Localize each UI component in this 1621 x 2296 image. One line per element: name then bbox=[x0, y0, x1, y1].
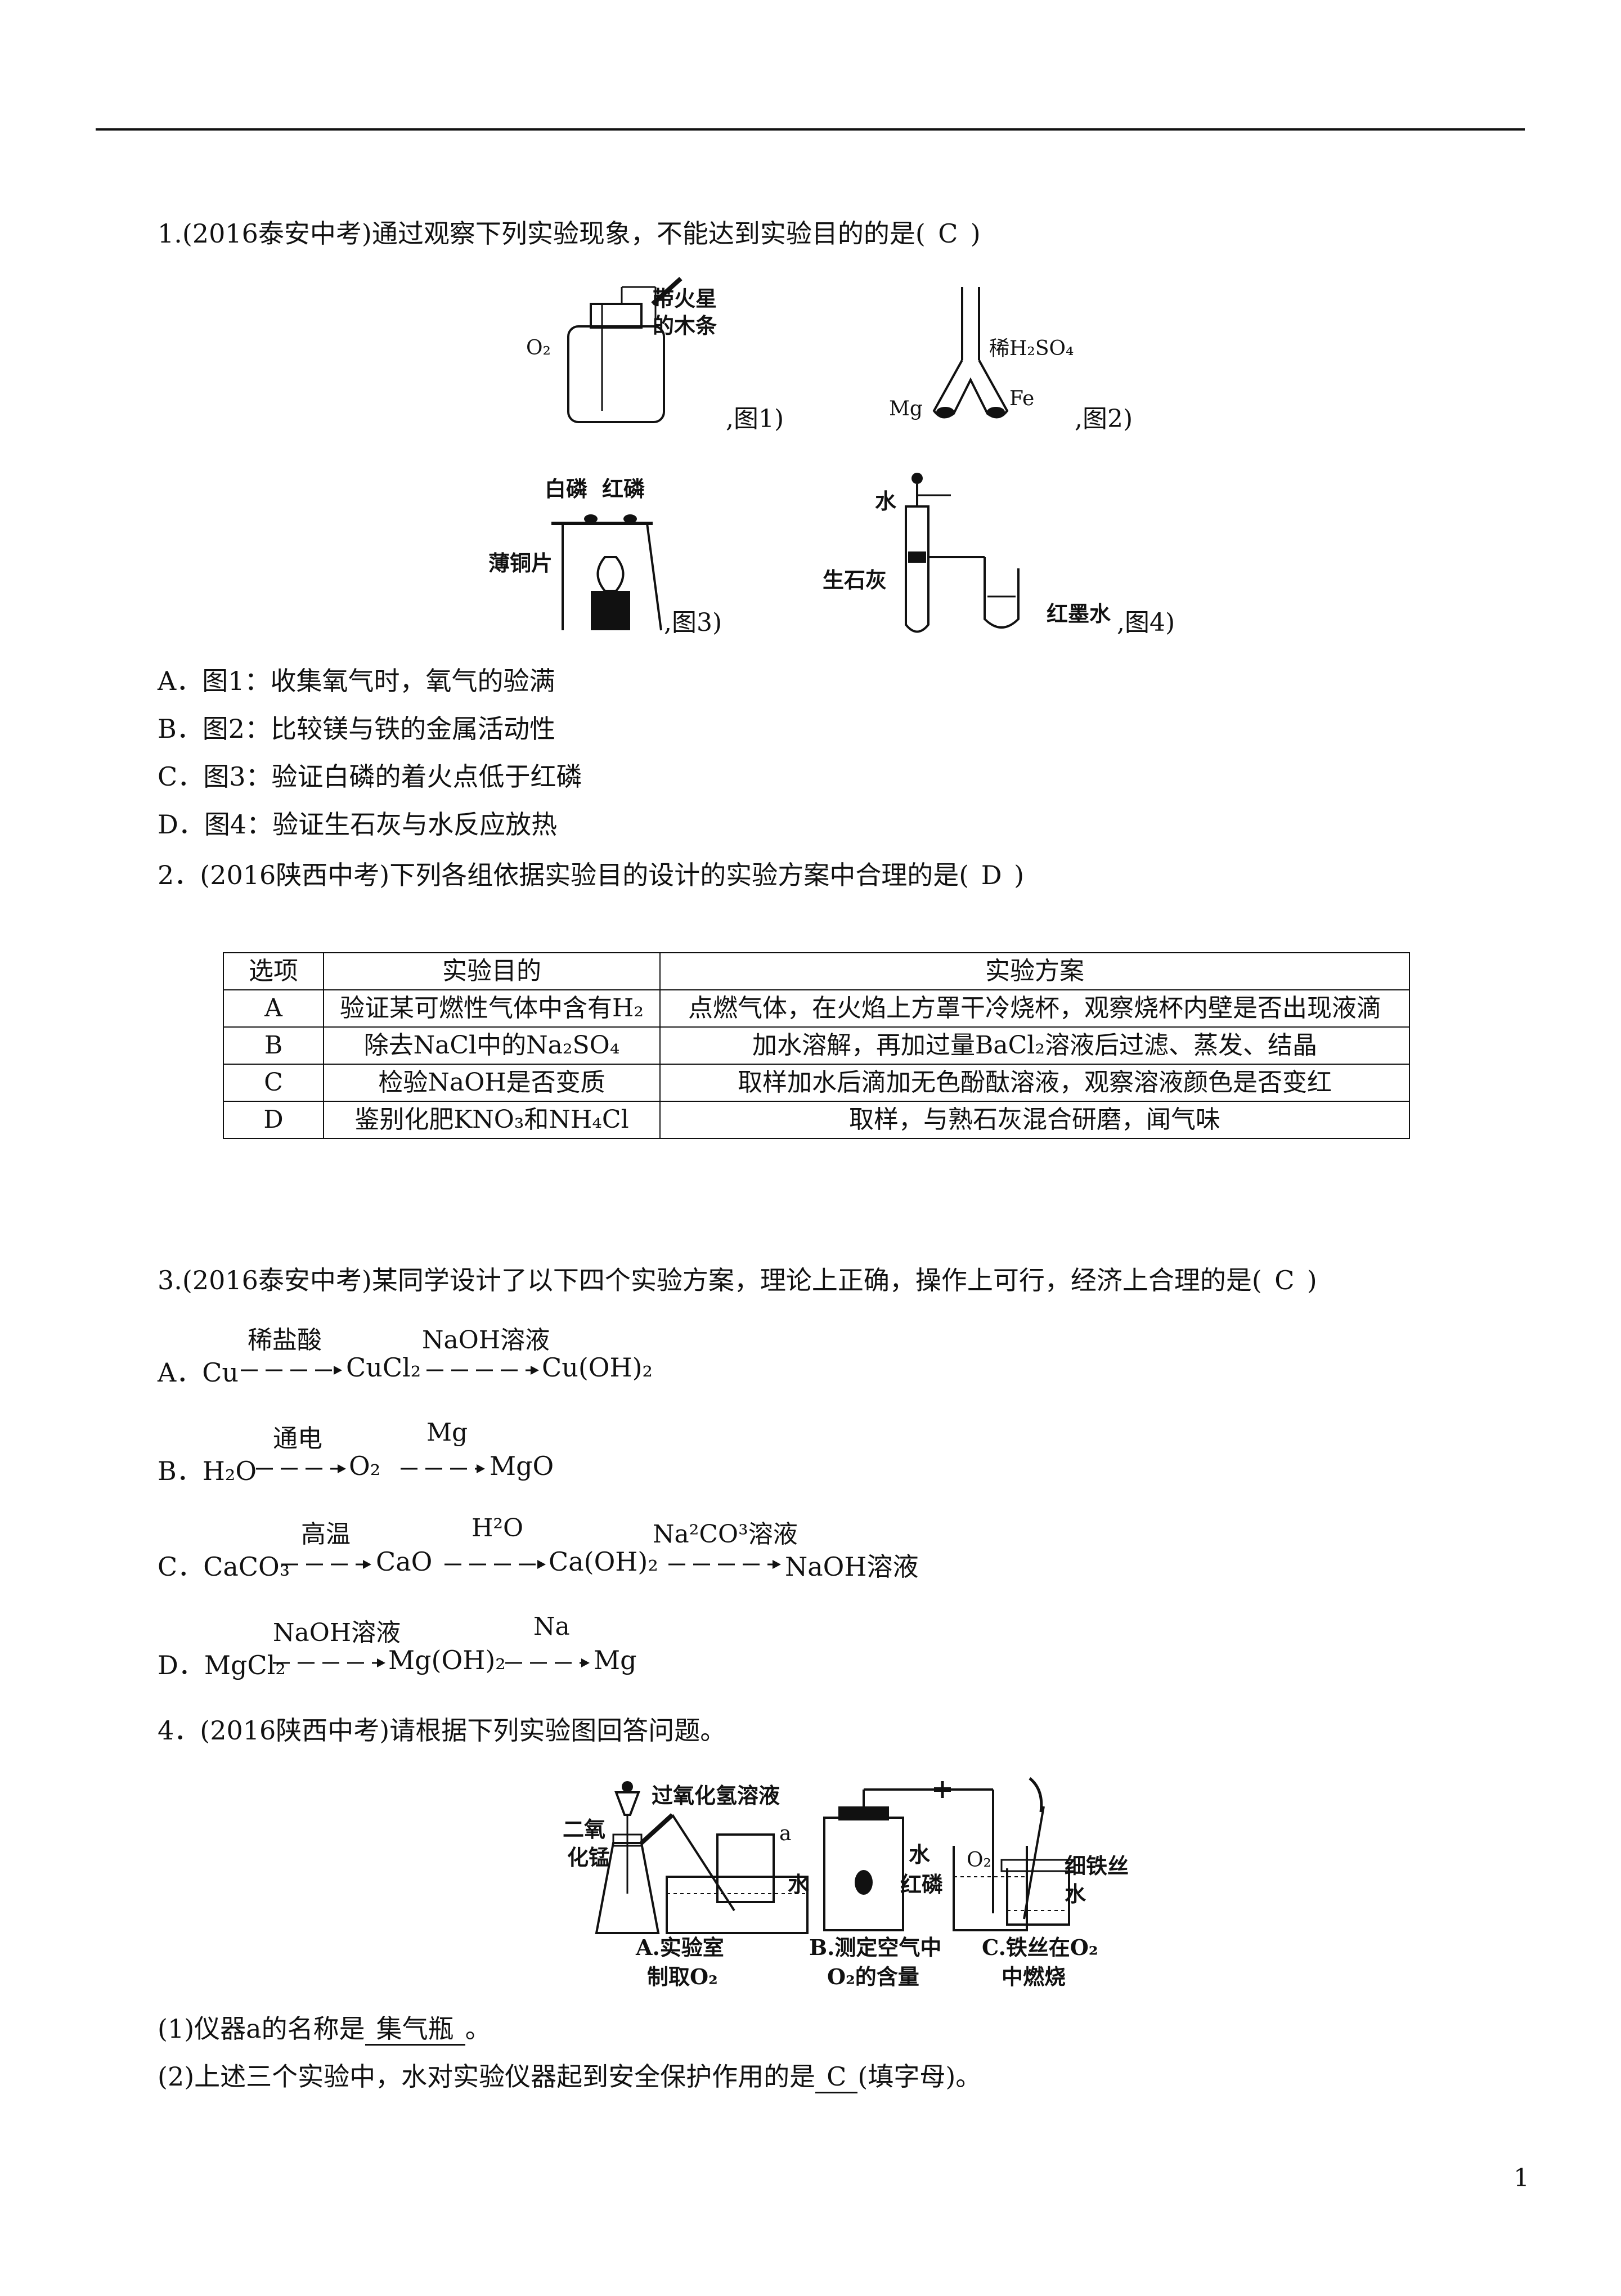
table-row: B 除去NaCl中的Na₂SO₄ 加水溶解，再加过量BaCl₂溶液后过滤、蒸发、… bbox=[223, 1026, 1410, 1065]
table-cell: 取样加水后滴加无色酚酞溶液，观察溶液颜色是否变红 bbox=[659, 1064, 1410, 1102]
figb-caption-1: B.测定空气中 bbox=[809, 1935, 942, 1960]
arrow-icon bbox=[505, 1658, 590, 1667]
table-cell: A bbox=[223, 989, 324, 1028]
arrow-icon bbox=[273, 1658, 385, 1667]
table-header: 实验目的 bbox=[323, 952, 661, 990]
fig4-ink-label: 红墨水 bbox=[1047, 601, 1111, 626]
table-header-row: 选项 实验目的 实验方案 bbox=[223, 952, 1410, 990]
experiment-table: 选项 实验目的 实验方案 A 验证某可燃性气体中含有H₂ 点燃气体，在火焰上方罩… bbox=[223, 952, 1410, 1139]
table-cell: 验证某可燃性气体中含有H₂ bbox=[323, 989, 661, 1028]
fig1-o2-label: O₂ bbox=[526, 337, 551, 360]
figb-water-label: 水 bbox=[909, 1842, 931, 1867]
figa-mno2-label-1: 二氧 bbox=[563, 1817, 606, 1842]
fig3-red-phosphorus-label: 红磷 bbox=[602, 476, 645, 501]
arrow-icon bbox=[401, 1464, 485, 1473]
table-header: 选项 bbox=[223, 952, 324, 990]
q1-option-d: D．图4：验证生石灰与水反应放热 bbox=[158, 809, 558, 840]
fig3-white-phosphorus-label: 白磷 bbox=[545, 476, 588, 501]
fig3-copper-sheet-label: 薄铜片 bbox=[488, 550, 553, 576]
figa-water-label: 水 bbox=[788, 1872, 810, 1897]
figc-wire-label: 细铁丝 bbox=[1065, 1853, 1129, 1878]
figa-reagent-label: 过氧化氢溶液 bbox=[652, 1783, 780, 1808]
arrow-icon bbox=[444, 1560, 546, 1569]
table-cell: D bbox=[223, 1101, 324, 1139]
fig2-fe-label: Fe bbox=[1009, 387, 1035, 410]
figure-b-air-oxygen-apparatus bbox=[823, 1781, 1028, 1931]
figa-a-label: a bbox=[779, 1822, 792, 1845]
figure-a-oxygen-apparatus bbox=[595, 1781, 809, 1934]
fig2-acid-label: 稀H₂SO₄ bbox=[989, 337, 1074, 360]
table-cell: 除去NaCl中的Na₂SO₄ bbox=[323, 1026, 661, 1065]
arrow-icon bbox=[256, 1464, 346, 1473]
figure-3-copper-sheet bbox=[551, 514, 662, 631]
table-cell: 鉴别化肥KNO₃和NH₄Cl bbox=[323, 1101, 661, 1139]
figure-1-bottle bbox=[567, 277, 682, 423]
fig1-caption: ,图1) bbox=[726, 405, 784, 433]
q1-answer: C bbox=[938, 218, 958, 249]
fig4-lime-label: 生石灰 bbox=[823, 567, 887, 593]
table-cell: B bbox=[223, 1026, 324, 1065]
q1-option-c: C．图3：验证白磷的着火点低于红磷 bbox=[158, 761, 582, 792]
q4-subquestion-1: (1)仪器a的名称是集气瓶。 bbox=[158, 2012, 491, 2046]
table-row: C 检验NaOH是否变质 取样加水后滴加无色酚酞溶液，观察溶液颜色是否变红 bbox=[223, 1064, 1410, 1102]
table-cell: 取样，与熟石灰混合研磨，闻气味 bbox=[659, 1101, 1410, 1139]
figa-caption-2: 制取O₂ bbox=[647, 1964, 718, 1989]
table-cell: C bbox=[223, 1064, 324, 1102]
table-header: 实验方案 bbox=[659, 952, 1410, 990]
fig1-splint-label-1: 带火星 bbox=[653, 286, 717, 311]
q2-stem: 2．(2016陕西中考)下列各组依据实验目的设计的实验方案中合理的是(D) bbox=[158, 858, 1024, 892]
fig3-caption: ,图3) bbox=[664, 608, 722, 637]
figure-c-iron-wire-apparatus bbox=[1000, 1777, 1076, 1926]
arrow-icon bbox=[426, 1366, 539, 1375]
q1-option-b: B．图2：比较镁与铁的金属活动性 bbox=[158, 714, 556, 744]
fig1-splint-label-2: 的木条 bbox=[653, 313, 717, 338]
q4-stem: 4．(2016陕西中考)请根据下列实验图回答问题。 bbox=[158, 1715, 726, 1746]
q1-stem: 1.(2016泰安中考)通过观察下列实验现象，不能达到实验目的的是(C) bbox=[158, 217, 981, 250]
q1-option-a: A．图1：收集氧气时，氧气的验满 bbox=[158, 666, 555, 696]
q3-option-a: A．Cu 稀盐酸 CuCl₂ NaOH溶液 Cu(OH)₂ bbox=[158, 1326, 653, 1388]
fig2-caption: ,图2) bbox=[1075, 405, 1133, 433]
arrow-icon bbox=[281, 1560, 371, 1569]
table-cell: 加水溶解，再加过量BaCl₂溶液后过滤、蒸发、结晶 bbox=[659, 1026, 1410, 1065]
table-cell: 点燃气体，在火焰上方罩干冷烧杯，观察烧杯内壁是否出现液滴 bbox=[659, 989, 1410, 1028]
q4-sub1-answer: 集气瓶 bbox=[365, 2014, 465, 2046]
figc-water-label: 水 bbox=[1065, 1881, 1086, 1907]
q3-option-d: D．MgCl₂ NaOH溶液 Mg(OH)₂ Na Mg bbox=[158, 1612, 637, 1680]
fig2-mg-label: Mg bbox=[889, 397, 923, 420]
q3-option-b: B．H₂O 通电 O₂ Mg MgO bbox=[158, 1418, 554, 1486]
fig4-caption: ,图4) bbox=[1117, 608, 1175, 637]
figb-caption-2: O₂的含量 bbox=[827, 1964, 919, 1989]
table-row: D 鉴别化肥KNO₃和NH₄Cl 取样，与熟石灰混合研磨，闻气味 bbox=[223, 1101, 1410, 1139]
arrow-icon bbox=[668, 1560, 781, 1569]
q4-sub2-answer: C bbox=[815, 2061, 858, 2093]
figc-o2-label: O₂ bbox=[967, 1849, 991, 1872]
figure-2-ytube bbox=[932, 287, 1009, 419]
q3-option-c: C．CaCO₃ 高温 CaO H²O Ca(OH)₂ Na²CO³溶液 NaOH… bbox=[158, 1514, 919, 1582]
page-number: 1 bbox=[1514, 2164, 1529, 2192]
figb-phosphorus-label: 红磷 bbox=[900, 1872, 944, 1897]
figc-caption-2: 中燃烧 bbox=[1002, 1964, 1066, 1989]
figa-caption-1: A.实验室 bbox=[636, 1935, 724, 1960]
table-row: A 验证某可燃性气体中含有H₂ 点燃气体，在火焰上方罩干冷烧杯，观察烧杯内壁是否… bbox=[223, 989, 1410, 1028]
q3-answer: C bbox=[1274, 1265, 1295, 1295]
header-rule bbox=[96, 128, 1525, 131]
q3-stem: 3.(2016泰安中考)某同学设计了以下四个实验方案，理论上正确，操作上可行，经… bbox=[158, 1263, 1317, 1297]
arrow-icon bbox=[241, 1366, 342, 1375]
figure-4-utube bbox=[905, 473, 1020, 633]
figc-caption-1: C.铁丝在O₂ bbox=[982, 1935, 1098, 1960]
table-cell: 检验NaOH是否变质 bbox=[323, 1064, 661, 1102]
figa-mno2-label-2: 化锰 bbox=[567, 1845, 610, 1870]
q2-answer: D bbox=[981, 860, 1002, 890]
fig4-water-label: 水 bbox=[875, 488, 897, 514]
